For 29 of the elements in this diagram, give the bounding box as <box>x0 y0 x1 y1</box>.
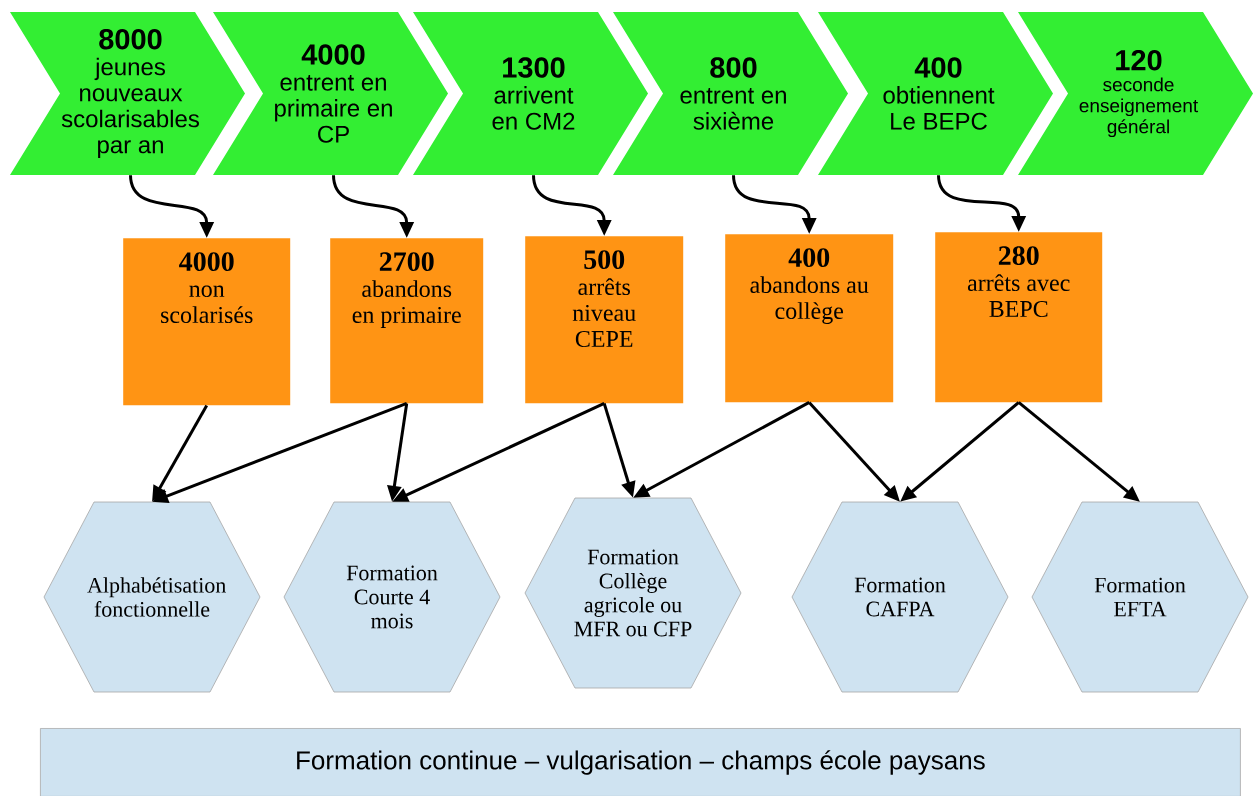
process-box: 500 arrêts niveau CEPE <box>525 236 684 404</box>
process-box: 400 abandons au collège <box>725 234 894 403</box>
hexagon-box: Formation Courte 4 mois <box>283 501 501 693</box>
node-label: entrent en sixième <box>680 88 786 130</box>
node-label: arrivent en CM2 <box>492 86 575 130</box>
node-label: seconde enseignement général <box>1079 77 1199 138</box>
node-label: 8000 <box>99 28 162 50</box>
chevron-box: 4000 entrent en primaire en CP <box>213 12 448 175</box>
chevron-box: 400 obtiennent Le BEPC <box>818 12 1053 175</box>
node-label: 400 <box>914 57 962 78</box>
chevron-box: 120 seconde enseignement général <box>1018 12 1253 175</box>
node-label: 120 <box>1116 49 1162 71</box>
node-label: entrent en primaire en CP <box>275 75 392 143</box>
hexagon-box: Alphabétisation fonctionnelle <box>43 501 261 693</box>
chevron-box: 800 entrent en sixième <box>613 12 848 175</box>
hexagon-box: Formation Collège agricole ou MFR ou CFP <box>524 497 742 689</box>
banner-box: Formation continue – vulgarisation – champs école paysans <box>40 728 1241 796</box>
node-label: 1300 <box>503 57 565 78</box>
node-label: 800 <box>710 57 757 78</box>
hexagon-box: Formation CAFPA <box>791 501 1009 693</box>
process-box: 4000 non scolarisés <box>123 238 291 406</box>
node-label: obtiennent Le BEPC <box>883 86 995 130</box>
node-label: jeunes nouveaux scolarisables par an <box>61 57 199 159</box>
hexagon-box: Formation EFTA <box>1031 501 1249 693</box>
node-label: 4000 <box>301 44 365 65</box>
chevron-box: 1300 arrivent en CM2 <box>413 12 648 175</box>
process-box: 2700 abandons en primaire <box>330 238 484 404</box>
process-box: 280 arrêts avec BEPC <box>935 232 1103 403</box>
chevron-box: 8000 jeunes nouveaux scolarisables par an <box>10 12 245 175</box>
